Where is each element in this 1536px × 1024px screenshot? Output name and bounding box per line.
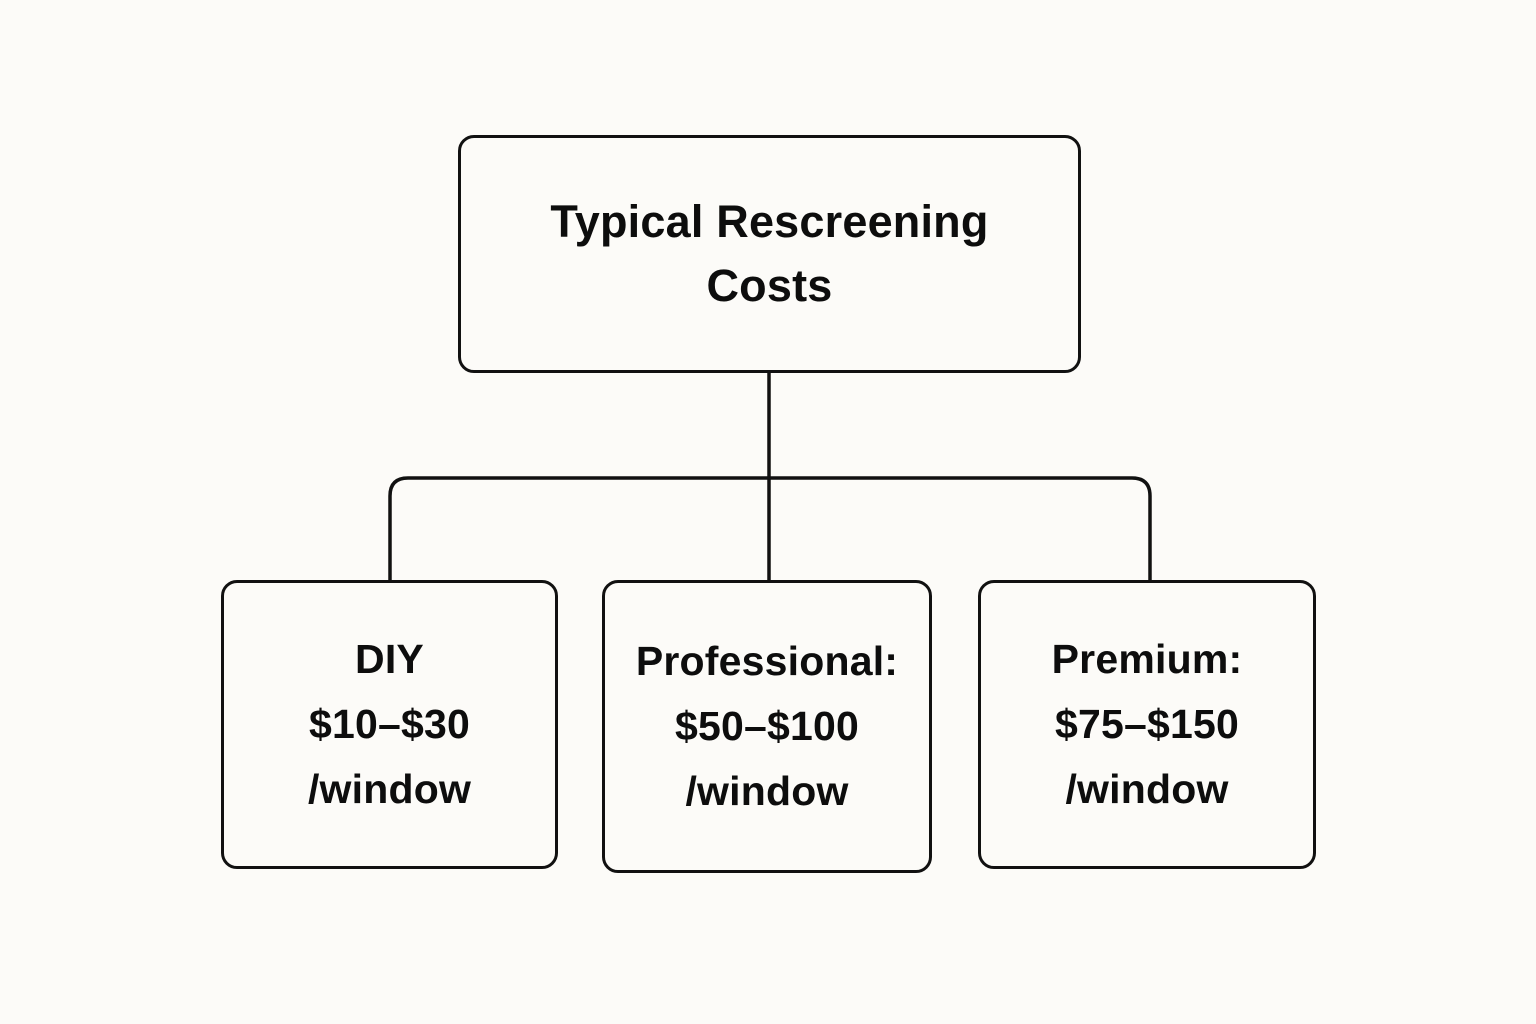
child-node-unit: /window (685, 767, 849, 814)
child-node-unit: /window (307, 765, 472, 812)
child-node-premium: Premium: $75–$150 /window (978, 580, 1316, 869)
child-node-price: $50–$100 (674, 703, 860, 750)
connector-rail-with-elbows (388, 476, 1152, 580)
child-node-name: DIY (355, 636, 424, 683)
root-node-typical-rescreening-costs: Typical Rescreening Costs (458, 135, 1081, 373)
child-node-unit: /window (1065, 765, 1229, 812)
root-node-label: Typical Rescreening Costs (550, 196, 989, 311)
child-node-name: Premium: (1051, 636, 1243, 683)
child-node-name: Professional: (635, 638, 899, 685)
child-node-price: $10–$30 (308, 701, 471, 748)
child-node-diy: DIY $10–$30 /window (221, 580, 558, 869)
child-node-price: $75–$150 (1054, 701, 1240, 748)
child-node-professional: Professional: $50–$100 /window (602, 580, 932, 873)
